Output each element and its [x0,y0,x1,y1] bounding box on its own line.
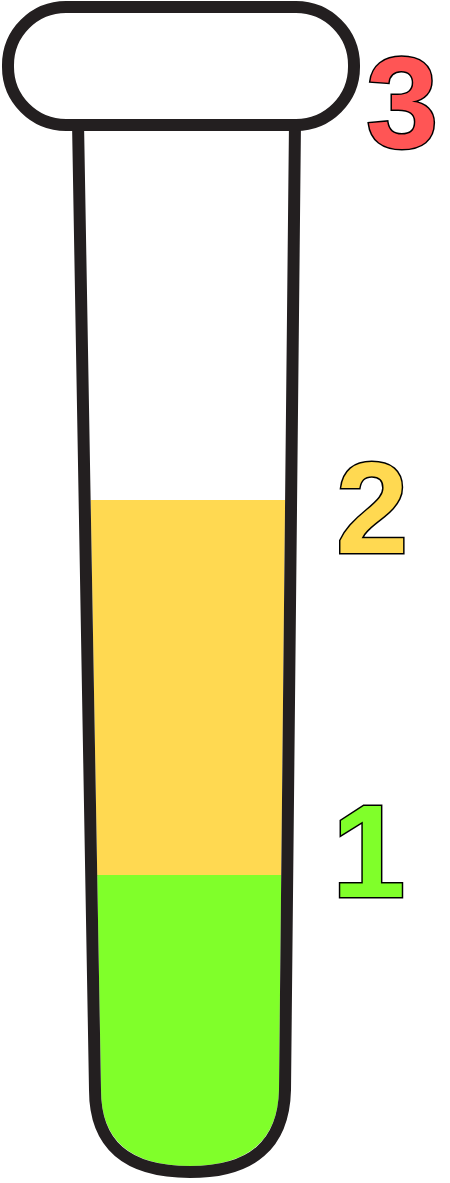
tube-wall [78,122,295,1172]
callout-number: 2 [336,443,408,573]
callout-number: 1 [332,786,405,918]
upper-layer [90,500,290,876]
callout-number: 3 [366,38,438,168]
stopper [8,7,354,125]
